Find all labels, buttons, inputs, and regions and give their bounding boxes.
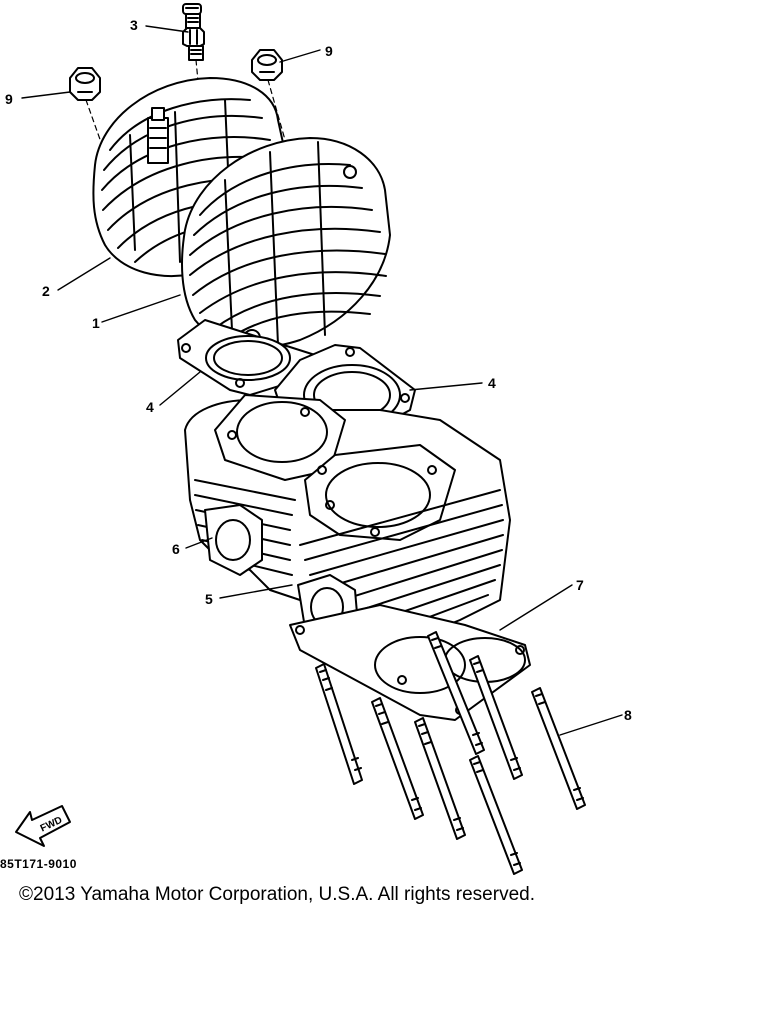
callout-5: 5 bbox=[205, 591, 213, 607]
callout-7: 7 bbox=[576, 577, 584, 593]
callout-9-right: 9 bbox=[325, 43, 333, 59]
cap-nut-right bbox=[251, 49, 296, 176]
forward-arrow-icon: FWD bbox=[15, 805, 71, 847]
callout-1: 1 bbox=[92, 315, 100, 331]
callout-6: 6 bbox=[172, 541, 180, 557]
callout-2: 2 bbox=[42, 283, 50, 299]
callout-8: 8 bbox=[624, 707, 632, 723]
cylinder-head-right bbox=[181, 137, 391, 348]
stud-bolts bbox=[315, 631, 586, 875]
spark-plug-top bbox=[182, 3, 206, 156]
callout-4-right: 4 bbox=[488, 375, 496, 391]
drawing-code: 85T171-9010 bbox=[0, 857, 77, 871]
head-gasket-left bbox=[177, 319, 316, 396]
callout-9-left: 9 bbox=[5, 91, 13, 107]
leader-lines bbox=[21, 25, 623, 736]
callout-4-left: 4 bbox=[146, 399, 154, 415]
callout-3: 3 bbox=[130, 17, 138, 33]
cylinder-block bbox=[184, 394, 511, 646]
copyright-notice: ©2013 Yamaha Motor Corporation, U.S.A. A… bbox=[19, 884, 535, 905]
